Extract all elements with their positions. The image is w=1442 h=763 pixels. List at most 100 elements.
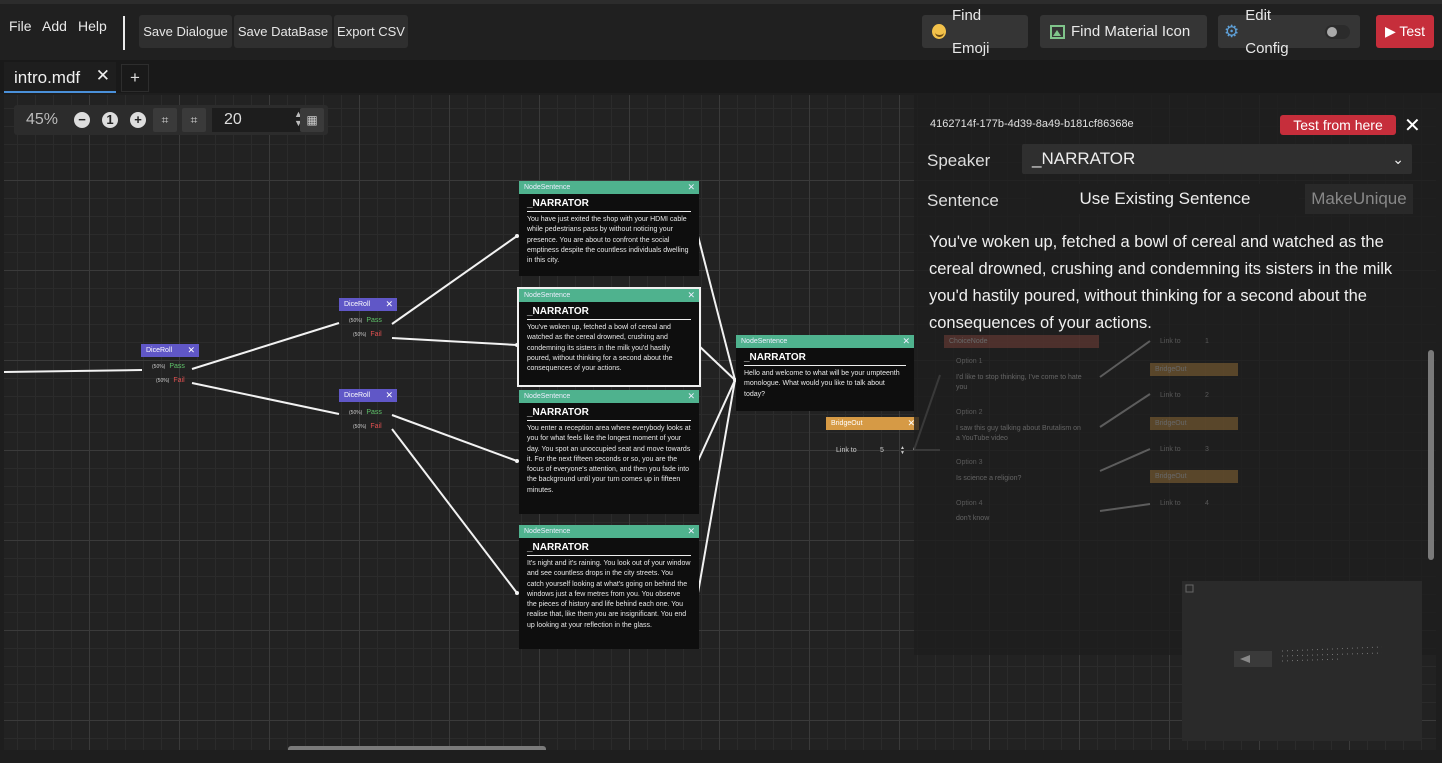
dice-roll-node[interactable]: DiceRoll ✕	[339, 389, 397, 402]
save-dialogue-button[interactable]: Save Dialogue	[139, 15, 232, 48]
dice-pass-output[interactable]: (50%)Pass	[349, 409, 382, 416]
dice-pass-output[interactable]: (50%)Pass	[152, 363, 185, 370]
sentence-node[interactable]: NodeSentence✕ _NARRATOR You enter a rece…	[519, 390, 699, 514]
dice-fail-output[interactable]: (50%)Fail	[156, 377, 185, 384]
dice-fail-output[interactable]: (50%)Fail	[353, 423, 382, 430]
sentence-node[interactable]: NodeSentence✕ _NARRATOR It's night and i…	[519, 525, 699, 649]
sentence-node[interactable]: NodeSentence ✕ _NARRATOR You have just ex…	[519, 181, 699, 276]
edit-config-label: Edit Config	[1245, 6, 1289, 57]
test-button[interactable]: ▶ Test	[1376, 15, 1434, 48]
port-dot	[515, 591, 519, 595]
fail-percent: (50%)	[156, 378, 170, 384]
menu-file[interactable]: File	[9, 18, 32, 34]
vertical-scrollbar[interactable]	[1428, 350, 1434, 560]
spin-arrows-icon[interactable]: ▲▼	[900, 445, 905, 456]
fail-label: Fail	[370, 331, 382, 338]
spin-arrows-icon[interactable]: ▲▼	[294, 109, 303, 128]
test-from-here-button[interactable]: Test from here	[1280, 115, 1396, 135]
zoom-toolbar: 45% − 1 + ⌗ ⌗ 20 ▲▼ ▦	[14, 105, 328, 135]
connection-line	[1099, 448, 1151, 472]
option-text: don't know	[956, 515, 990, 522]
minimap-viewport	[1234, 651, 1272, 667]
close-icon[interactable]: ✕	[687, 290, 695, 300]
divider	[527, 211, 691, 212]
dice-roll-node[interactable]: DiceRoll✕	[339, 298, 397, 311]
tab-intro[interactable]: intro.mdf ✕	[4, 62, 116, 93]
close-icon[interactable]: ✕	[687, 526, 695, 536]
link-value: 4	[1205, 500, 1209, 507]
close-icon[interactable]: ✕	[907, 418, 915, 428]
connection-line	[391, 337, 518, 346]
dice-pass-output[interactable]: (50%)Pass	[349, 317, 382, 324]
close-icon[interactable]: ✕	[1404, 115, 1421, 137]
chevron-down-icon: ⌄	[1392, 151, 1404, 167]
port-dot	[515, 343, 519, 347]
option-text: I saw this guy talking about Brutalism o…	[956, 425, 1081, 442]
option-text: I'd like to stop thinking, I've come to …	[956, 374, 1082, 391]
config-toggle[interactable]	[1325, 24, 1350, 39]
close-icon[interactable]: ✕	[95, 66, 110, 85]
tab-label: intro.mdf	[14, 68, 81, 87]
speaker-label: Speaker	[927, 151, 991, 170]
bridge-link-input[interactable]: 5	[880, 447, 884, 454]
connection-line	[191, 382, 340, 415]
edit-config-button[interactable]: ⚙ Edit Config	[1218, 7, 1360, 57]
minimap[interactable]	[1182, 581, 1422, 741]
link-to-label: Link to	[1160, 500, 1181, 507]
speaker-name: _NARRATOR	[744, 352, 806, 363]
menu-help[interactable]: Help	[78, 18, 107, 34]
speaker-value: _NARRATOR	[1032, 149, 1136, 168]
connection-line	[697, 344, 736, 381]
connection-line	[391, 428, 518, 594]
port-dot	[515, 234, 519, 238]
fail-percent: (50%)	[353, 332, 367, 338]
close-icon[interactable]: ✕	[187, 345, 195, 355]
close-icon[interactable]: ✕	[385, 390, 393, 400]
pass-percent: (50%)	[349, 410, 363, 416]
divider	[527, 555, 691, 556]
divider	[744, 365, 906, 366]
use-existing-sentence-button[interactable]: Use Existing Sentence	[1031, 184, 1299, 214]
link-to-label: Link to	[1160, 392, 1181, 399]
sentence-text: You have just exited the shop with your …	[527, 216, 689, 265]
snap-toggle-icon[interactable]: ⌗	[182, 108, 206, 132]
sentence-node-header: NodeSentence ✕	[519, 181, 699, 194]
close-icon[interactable]: ✕	[687, 182, 695, 192]
dice-roll-header: DiceRoll	[344, 392, 371, 399]
export-csv-button[interactable]: Export CSV	[334, 15, 408, 48]
speaker-select[interactable]: _NARRATOR ⌄	[1022, 144, 1412, 174]
grid-size-input[interactable]: 20	[212, 108, 302, 132]
connection-line	[1099, 340, 1151, 378]
dice-fail-output[interactable]: (50%)Fail	[353, 331, 382, 338]
menu-add[interactable]: Add	[42, 18, 67, 34]
zoom-reset-button[interactable]: 1	[102, 112, 118, 128]
minimap-toggle-icon[interactable]: ▦	[300, 108, 324, 132]
minimap-handle	[1185, 584, 1194, 593]
graph-canvas[interactable]: 45% − 1 + ⌗ ⌗ 20 ▲▼ ▦ DiceRoll ✕ (50%)Pas…	[4, 95, 1436, 750]
bridge-out-node[interactable]: BridgeOut✕	[826, 417, 919, 430]
grid-toggle-icon[interactable]: ⌗	[153, 108, 177, 132]
save-database-button[interactable]: Save DataBase	[234, 15, 332, 48]
horizontal-scrollbar[interactable]	[288, 746, 546, 750]
find-emoji-button[interactable]: Find Emoji	[922, 7, 1028, 57]
node-type-label: NodeSentence	[524, 184, 571, 191]
link-to-label: Link to	[1160, 338, 1181, 345]
dice-roll-node[interactable]: DiceRoll ✕	[141, 344, 199, 357]
sentence-label: Sentence	[927, 191, 999, 210]
link-to-label: Link to	[1160, 446, 1181, 453]
sentence-node[interactable]: NodeSentence✕ _NARRATOR Hello and welcom…	[736, 335, 914, 411]
sentence-node-selected[interactable]: NodeSentence✕ _NARRATOR You've woken up,…	[517, 287, 701, 387]
sentence-editor[interactable]: You've woken up, fetched a bowl of cerea…	[929, 233, 1393, 332]
zoom-out-button[interactable]: −	[74, 112, 90, 128]
zoom-in-button[interactable]: +	[130, 112, 146, 128]
zoom-level: 45%	[25, 111, 59, 128]
pass-percent: (50%)	[349, 318, 363, 324]
speaker-name: _NARRATOR	[527, 198, 589, 209]
close-icon[interactable]: ✕	[902, 336, 910, 346]
dice-roll-header: DiceRoll	[146, 347, 173, 354]
find-material-icon-button[interactable]: Find Material Icon	[1040, 15, 1207, 48]
add-tab-button[interactable]: +	[121, 64, 149, 92]
close-icon[interactable]: ✕	[687, 391, 695, 401]
make-unique-button[interactable]: MakeUnique	[1305, 184, 1413, 214]
close-icon[interactable]: ✕	[385, 299, 393, 309]
